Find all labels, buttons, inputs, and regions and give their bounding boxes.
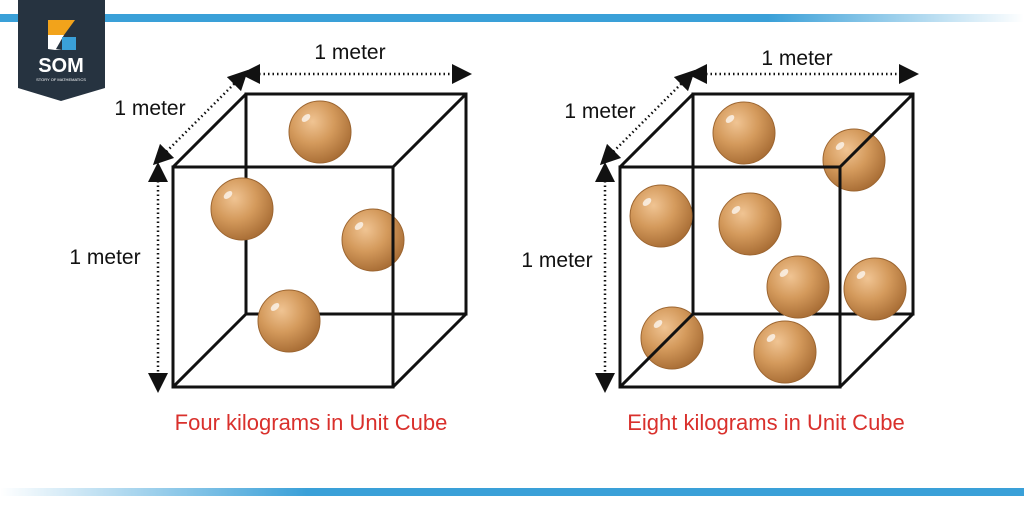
cube-edge: [838, 92, 915, 169]
kilogram-sphere: [718, 192, 782, 256]
depth-dimension-arrow: [152, 69, 249, 166]
cube-edge: [171, 312, 248, 389]
top-accent-bar: [0, 14, 1024, 22]
depth-dimension-arrow: [599, 69, 696, 166]
cube-four-kg: [148, 64, 472, 393]
kilogram-sphere: [210, 177, 274, 241]
caption-eight-kg: Eight kilograms in Unit Cube: [627, 410, 905, 435]
width-label: 1 meter: [761, 47, 832, 70]
height-label: 1 meter: [69, 246, 140, 269]
kilogram-sphere: [712, 101, 776, 165]
cube-edge: [838, 312, 915, 389]
kilogram-sphere: [766, 255, 830, 319]
cube-edge: [618, 312, 695, 389]
kilogram-sphere: [753, 320, 817, 384]
kilogram-sphere: [822, 128, 886, 192]
cube-front-face: [171, 165, 395, 389]
kilogram-sphere: [341, 208, 405, 272]
depth-label: 1 meter: [114, 97, 185, 120]
cube-front-face: [618, 165, 842, 389]
logo-text: SOM: [38, 55, 84, 77]
kilogram-sphere: [629, 184, 693, 248]
kilogram-sphere: [257, 289, 321, 353]
kilogram-sphere: [843, 257, 907, 321]
bottom-accent-bar: [0, 488, 1024, 496]
depth-label: 1 meter: [564, 100, 635, 123]
kilogram-sphere: [288, 100, 352, 164]
height-label: 1 meter: [521, 249, 592, 272]
logo-subtitle: STORY OF MATHEMATICS: [36, 77, 86, 82]
caption-four-kg: Four kilograms in Unit Cube: [175, 410, 448, 435]
width-label: 1 meter: [314, 41, 385, 64]
som-logo: SOM STORY OF MATHEMATICS: [18, 0, 105, 101]
cube-eight-kg: [595, 64, 919, 393]
kilogram-sphere: [640, 306, 704, 370]
cube-edge: [391, 92, 468, 169]
cube-edge: [391, 312, 468, 389]
